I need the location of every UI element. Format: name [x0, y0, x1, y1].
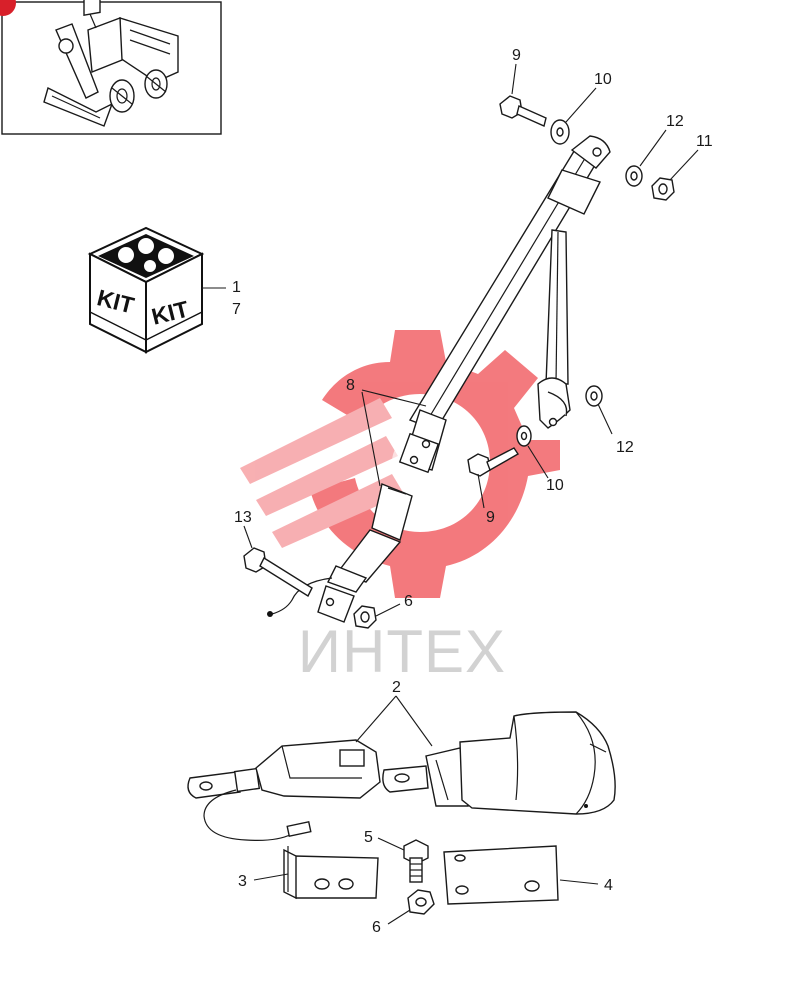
watermark-gear-logo	[240, 330, 560, 598]
callout-6-upper: 6	[404, 593, 413, 610]
leader-lines	[243, 63, 699, 925]
bolt-5	[403, 839, 429, 883]
callout-6-lower: 6	[372, 919, 381, 936]
bolt-upper	[499, 95, 547, 127]
mounting-plate	[443, 845, 559, 905]
callout-9-lower: 9	[486, 509, 495, 526]
nut-upper	[651, 177, 675, 201]
shoulder-belt-strap	[398, 135, 611, 474]
watermark-text: ИНТЕХ	[298, 618, 506, 685]
kit-box-icon	[87, 226, 205, 354]
callout-2: 2	[392, 679, 401, 696]
callout-1: 1	[232, 279, 241, 296]
callout-10-lower: 10	[546, 477, 564, 494]
callout-12-lower: 12	[616, 439, 634, 456]
callout-numbers: 1 7 9 10 12 11 8 12 10 9 13 6 2 3 5 6 4	[232, 47, 713, 936]
callout-3: 3	[238, 873, 247, 890]
callout-13: 13	[234, 509, 252, 526]
callout-11: 11	[696, 133, 713, 150]
seat-belt-buckle-side	[187, 739, 381, 841]
lap-belt-buckle	[267, 483, 413, 623]
nut-6-lower	[407, 889, 435, 915]
corner-badge	[0, 0, 16, 16]
bolt-lower	[467, 447, 519, 477]
callout-5: 5	[364, 829, 373, 846]
callout-9-upper: 9	[512, 47, 521, 64]
seat-belt-retractor	[382, 711, 616, 815]
callout-8: 8	[346, 377, 355, 394]
mounting-bracket	[283, 846, 379, 900]
callout-12-upper: 12	[666, 113, 684, 130]
bolt-13	[243, 547, 313, 598]
nut-6-upper	[353, 605, 377, 629]
callout-7: 7	[232, 301, 241, 318]
loader-thumbnail-icon	[43, 0, 179, 127]
callout-10-upper: 10	[594, 71, 612, 88]
callout-4: 4	[604, 877, 613, 894]
